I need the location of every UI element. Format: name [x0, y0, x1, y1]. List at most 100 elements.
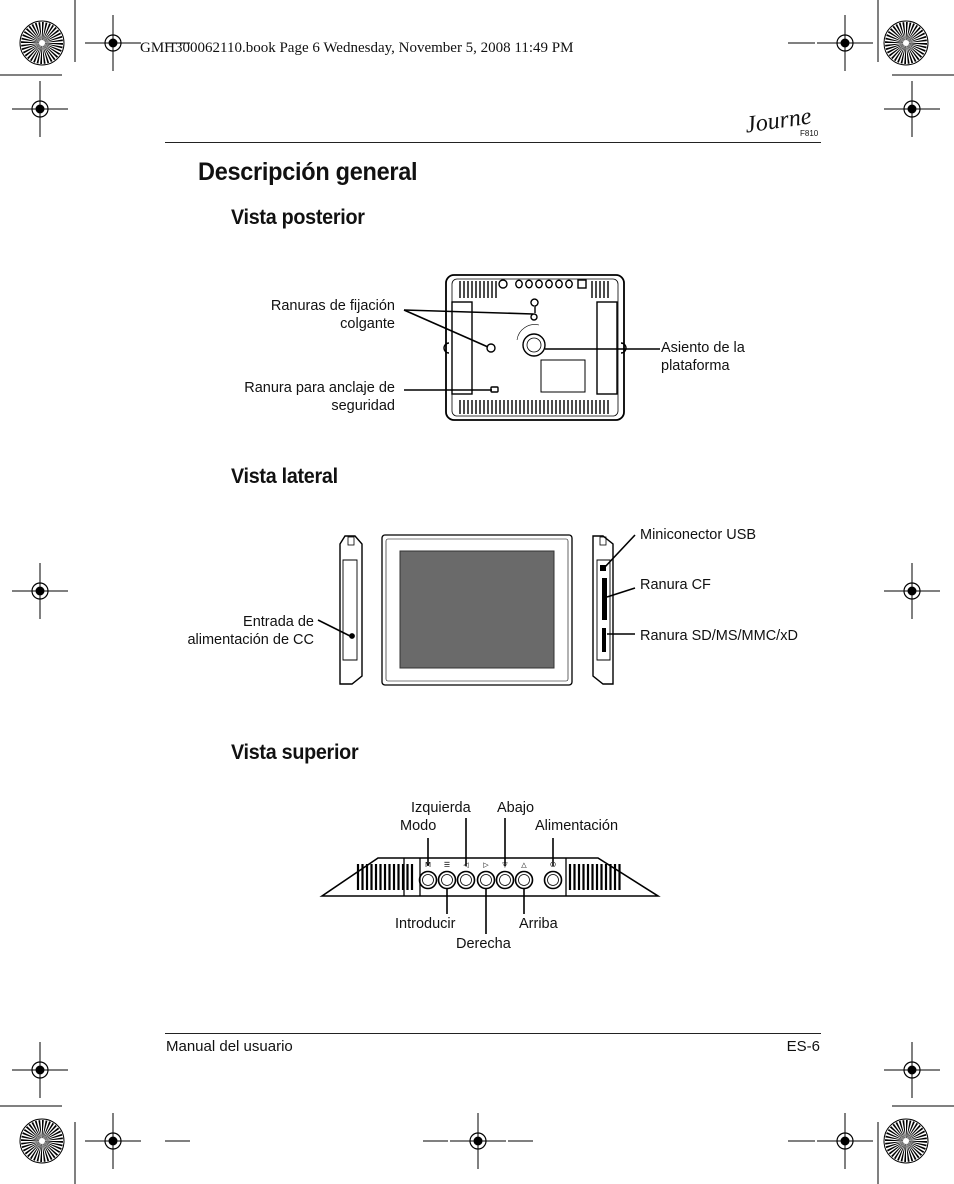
- starburst-ray: [42, 43, 59, 58]
- starburst-ray: [23, 30, 42, 43]
- starburst-ray: [900, 1141, 906, 1162]
- top-button-inner: [499, 874, 511, 886]
- registration-mark-circle: [903, 1061, 921, 1079]
- starburst-ray: [891, 43, 906, 60]
- starburst-ray: [906, 1137, 927, 1141]
- starburst-ray: [906, 1141, 927, 1147]
- label-dc-in: Entrada de alimentación de CC: [187, 614, 314, 648]
- top-button-inner: [547, 874, 559, 886]
- label-stand-socket: Asiento de la plataforma: [661, 340, 745, 374]
- label-sd-slot: Ranura SD/MS/MMC/xD: [640, 628, 798, 644]
- registration-mark-circle: [469, 1132, 487, 1150]
- starburst-ray: [906, 1120, 912, 1141]
- label-down: Abajo: [497, 800, 535, 816]
- starburst-ray: [886, 34, 906, 43]
- top-button: [495, 870, 515, 890]
- starburst-ray: [902, 1120, 906, 1141]
- registration-mark-dot: [907, 104, 917, 114]
- starburst-ray: [42, 43, 46, 64]
- starburst-ray: [906, 1122, 919, 1141]
- starburst-ray: [906, 43, 914, 64]
- top-button-icon: ▽: [502, 861, 508, 869]
- starburst-ray: [906, 26, 921, 43]
- label-right: Derecha: [456, 936, 511, 952]
- registration-mark-dot: [35, 104, 45, 114]
- starburst-ray: [42, 23, 51, 43]
- label-cf-slot: Ranura CF: [640, 577, 711, 593]
- starburst-ray: [885, 1135, 906, 1141]
- footer-left: Manual del usuario: [166, 1038, 293, 1055]
- starburst-ray: [23, 1128, 42, 1141]
- registration-mark-circle: [903, 100, 921, 118]
- starburst-ray: [906, 43, 927, 49]
- starburst-ray: [906, 43, 927, 45]
- registration-mark-circle: [104, 1132, 122, 1150]
- registration-mark-dot: [108, 1136, 118, 1146]
- starburst-ray: [904, 43, 906, 64]
- starburst-ray: [906, 43, 923, 58]
- starburst-ray: [42, 1141, 63, 1147]
- starburst-ray: [42, 43, 63, 45]
- starburst-ray: [42, 1120, 48, 1141]
- top-button-inner: [518, 874, 530, 886]
- starburst-ray: [42, 1141, 50, 1162]
- starburst-ray: [42, 43, 61, 56]
- starburst-ray: [42, 39, 63, 43]
- registration-mark-dot: [840, 1136, 850, 1146]
- registration-mark-dot: [840, 38, 850, 48]
- top-button-inner: [480, 874, 492, 886]
- starburst-mark: [883, 20, 929, 66]
- starburst-ray: [34, 1120, 42, 1141]
- starburst-ray: [29, 1141, 42, 1160]
- starburst-ray: [906, 1141, 927, 1143]
- starburst-ray: [21, 1141, 42, 1149]
- starburst-ray: [906, 43, 926, 52]
- print-info-line: GMH300062110.book Page 6 Wednesday, Nove…: [140, 40, 574, 56]
- starburst-ray: [42, 22, 44, 43]
- starburst-ray: [906, 1141, 920, 1159]
- starburst-ray: [42, 1120, 44, 1141]
- top-button-icon: ◁: [463, 861, 469, 869]
- starburst-ray: [906, 43, 925, 56]
- starburst-ray: [906, 35, 927, 43]
- starburst-ray: [27, 1141, 42, 1158]
- label-hanging-slots: Ranuras de fijación colgante: [270, 298, 395, 332]
- footer-rule: [165, 1033, 821, 1034]
- starburst-ray: [22, 1141, 42, 1152]
- starburst-ray: [24, 43, 42, 57]
- starburst-ray: [42, 1141, 46, 1162]
- starburst-ray: [38, 1120, 42, 1141]
- starburst-ray: [900, 43, 906, 64]
- starburst-ray: [885, 1139, 906, 1141]
- starburst-ray: [21, 37, 42, 43]
- starburst-ray: [885, 1141, 906, 1149]
- registration-mark-circle: [31, 582, 49, 600]
- starburst-ray: [906, 1141, 917, 1161]
- starburst-ray: [42, 43, 62, 52]
- starburst-ray: [897, 1141, 906, 1161]
- starburst-ray: [888, 1141, 906, 1155]
- starburst-ray: [42, 32, 62, 43]
- starburst-ray: [887, 1128, 906, 1141]
- label-mode: Modo: [400, 818, 437, 834]
- starburst-ray: [21, 1141, 42, 1145]
- starburst-mark: [19, 20, 65, 66]
- starburst-ray: [886, 1132, 906, 1141]
- starburst-ray: [906, 22, 912, 43]
- registration-mark-dot: [907, 1065, 917, 1075]
- starburst-ray: [21, 41, 42, 43]
- label-up: Arriba: [519, 916, 558, 932]
- top-button-icon: M: [425, 861, 431, 869]
- starburst-ray: [22, 1132, 42, 1141]
- registration-mark-circle: [104, 34, 122, 52]
- starburst-ray: [889, 28, 906, 43]
- registration-mark-dot: [907, 586, 917, 596]
- starburst-ray: [42, 1141, 63, 1143]
- starburst-ray: [42, 1127, 60, 1141]
- top-button-icon: ▷: [483, 861, 489, 869]
- starburst-ray: [906, 1120, 908, 1141]
- starburst-ray: [906, 1124, 921, 1141]
- starburst-ray: [906, 24, 919, 43]
- heading-rear-view: Vista posterior: [231, 206, 365, 229]
